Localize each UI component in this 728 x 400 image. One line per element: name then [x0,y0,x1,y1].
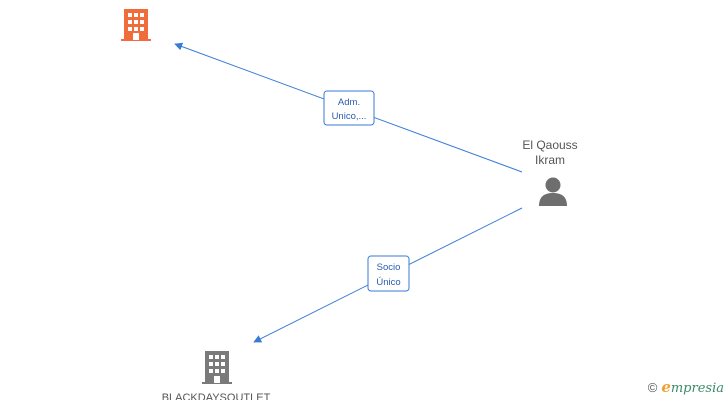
building-icon[interactable] [121,9,151,41]
edge-label-adm-unico[interactable]: Adm. Unico,... [323,90,375,126]
building-icon[interactable] [202,351,232,384]
edge-label-socio-unico[interactable]: Socio Único [367,255,410,292]
person-name-line2: Ikram [535,153,565,167]
brand-logo-letter: e [661,378,671,396]
person-name-line1: El Qaouss [522,138,577,152]
edge-label-line1: Adm. [338,97,360,108]
person-icon[interactable] [539,177,567,207]
edge-label-line2: Único [376,277,400,288]
edge-label-line1: Socio [377,262,401,273]
copyright-symbol: © [647,380,658,395]
edge-label-line2: Unico,... [332,111,367,122]
company-name: BLACKDAYSOUTLET [162,392,271,400]
brand-logo-text: mpresia [670,381,724,396]
brand-watermark: ©empresia [648,378,724,396]
